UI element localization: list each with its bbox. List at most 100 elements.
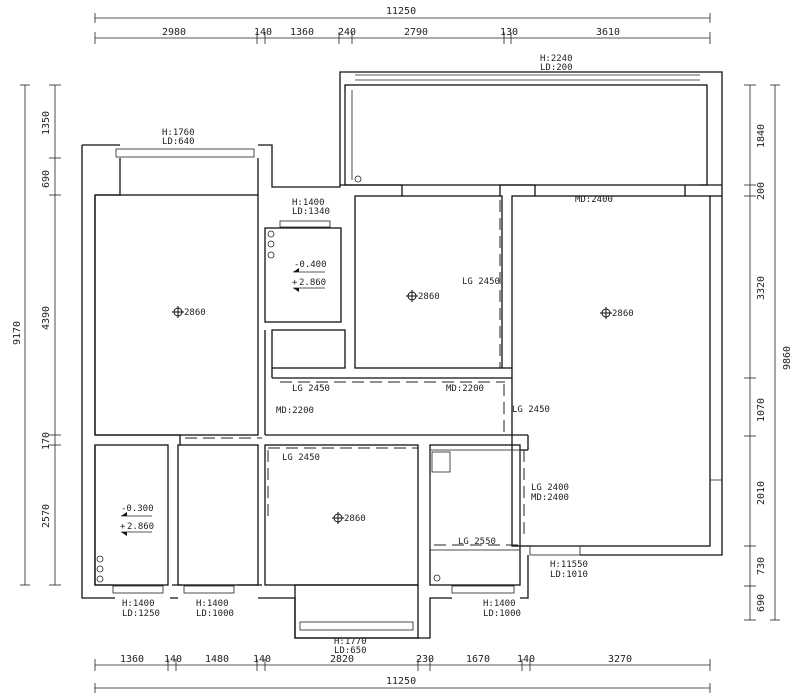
balcony-top-ld: LD:200 — [540, 63, 573, 73]
window-right-ld: LD:1010 — [550, 570, 588, 580]
door-dashes — [185, 200, 525, 546]
ceiling-left: 2860 — [184, 308, 206, 318]
dim-bottom-7: 140 — [517, 654, 535, 665]
lg-bottom-room: LG 2450 — [282, 453, 320, 463]
drain-icon — [96, 565, 104, 573]
dim-right-5: 730 — [756, 557, 767, 575]
ceiling-bottom: 2860 — [344, 514, 366, 524]
md-corridor-left: MD:2200 — [276, 406, 314, 416]
window-bottom-ld: LD:650 — [334, 646, 367, 656]
window-bl2-ld: LD:1000 — [196, 609, 234, 619]
md-right-lower: MD:2400 — [531, 493, 569, 503]
room-left — [94, 194, 259, 436]
ceiling-marker-icon — [172, 306, 184, 318]
room-right — [511, 195, 711, 547]
window-bl1-ld: LD:1250 — [122, 609, 160, 619]
dim-right-0: 1840 — [756, 124, 767, 148]
window-br-frame — [451, 585, 515, 594]
bath2-ceiling-level: 2.860 — [127, 522, 154, 532]
dim-top-1: 140 — [254, 27, 272, 38]
dim-top-6: 3610 — [596, 27, 620, 38]
room-small — [177, 444, 259, 586]
fridge-symbol — [431, 451, 451, 473]
level-triangle-icon — [121, 512, 127, 516]
bath1-slab-level: -0.400 — [294, 260, 327, 270]
window-bottom-frame — [299, 621, 414, 631]
drain-icon — [354, 175, 362, 183]
bay-bottom — [294, 584, 419, 639]
dim-right-total: 9860 — [782, 346, 793, 370]
ceiling-marker-icon — [406, 290, 418, 302]
bathroom-1 — [264, 227, 342, 323]
ceiling-middle: 2860 — [418, 292, 440, 302]
drain-icon — [267, 251, 275, 259]
window-br-ld: LD:1000 — [483, 609, 521, 619]
dim-bottom-0: 1360 — [120, 654, 144, 665]
window-bl1-h: H:1400 — [122, 599, 155, 609]
dim-bottom-1: 140 — [164, 654, 182, 665]
window-bottom-h: H:1770 — [334, 637, 367, 647]
kitchen — [429, 444, 521, 586]
window-left-frame — [115, 148, 255, 158]
dim-left-total: 9170 — [12, 321, 23, 345]
drain-icon — [433, 574, 441, 582]
drain-icon — [96, 575, 104, 583]
dim-left-3: 170 — [41, 432, 52, 450]
lg-corridor: LG 2450 — [292, 384, 330, 394]
bathroom-2 — [94, 444, 169, 586]
dim-bottom-3: 140 — [253, 654, 271, 665]
plus-sign: + — [292, 278, 298, 288]
ceiling-marker-icon — [600, 307, 612, 319]
ceiling-right: 2860 — [612, 309, 634, 319]
window-left-ld: LD:640 — [162, 137, 195, 147]
level-triangle-icon — [293, 268, 299, 272]
dim-bottom-total: 11250 — [386, 676, 416, 687]
closet-block — [271, 329, 346, 369]
walls — [81, 71, 723, 639]
level-triangle-icon — [293, 288, 299, 292]
drain-icon — [267, 230, 275, 238]
dim-top-total: 11250 — [386, 6, 416, 17]
ceiling-markers: 2860 2860 2860 2860 — [172, 290, 634, 524]
opening-labels: H:2240 LD:200 H:1760 LD:640 H:1400 LD:13… — [122, 54, 613, 656]
balcony-top — [344, 84, 708, 186]
kitchen-counter — [429, 449, 521, 551]
level-triangle-icon — [121, 532, 127, 536]
dim-bottom-6: 1670 — [466, 654, 490, 665]
room-middle — [354, 195, 503, 369]
drain-icon — [267, 240, 275, 248]
bath2-slab-level: -0.300 — [121, 504, 154, 514]
lg-right: LG 2450 — [512, 405, 550, 415]
md-master: MD:2400 — [575, 195, 613, 205]
room-bottom — [264, 444, 419, 586]
dim-bottom-4: 2820 — [330, 654, 354, 665]
dimension-lines — [20, 13, 780, 693]
window-bl2-h: H:1400 — [196, 599, 229, 609]
window-left-h: H:1760 — [162, 128, 195, 138]
dim-right-3: 1070 — [756, 398, 767, 422]
ceiling-marker-icon — [332, 512, 344, 524]
dim-top-2: 1360 — [290, 27, 314, 38]
dim-right-4: 2010 — [756, 481, 767, 505]
dim-right-2: 3320 — [756, 276, 767, 300]
window-bath1-h: H:1400 — [292, 198, 325, 208]
window-bath1-frame — [279, 220, 331, 228]
dim-bottom-5: 230 — [416, 654, 434, 665]
dim-top-3: 240 — [338, 27, 356, 38]
window-bath1-ld: LD:1340 — [292, 207, 330, 217]
dim-left-4: 2570 — [41, 504, 52, 528]
lg-mid: LG 2450 — [462, 277, 500, 287]
dimension-labels: 11250 2980 140 1360 240 2790 130 3610 13… — [12, 6, 793, 687]
window-bl1-frame — [112, 585, 164, 594]
bath1-ceiling-level: 2.860 — [299, 278, 326, 288]
level-markers: -0.400 + 2.860 -0.300 + 2.860 — [120, 260, 327, 536]
dim-top-5: 130 — [500, 27, 518, 38]
lg-kitchen: LG 2550 — [458, 537, 496, 547]
fixture-circles — [96, 175, 441, 583]
dim-left-2: 4390 — [41, 306, 52, 330]
dim-left-0: 1350 — [41, 111, 52, 135]
balcony-top-h: H:2240 — [540, 54, 573, 64]
dim-bottom-2: 1480 — [205, 654, 229, 665]
window-right-h: H:11550 — [550, 560, 588, 570]
window-right-frame — [529, 545, 581, 556]
